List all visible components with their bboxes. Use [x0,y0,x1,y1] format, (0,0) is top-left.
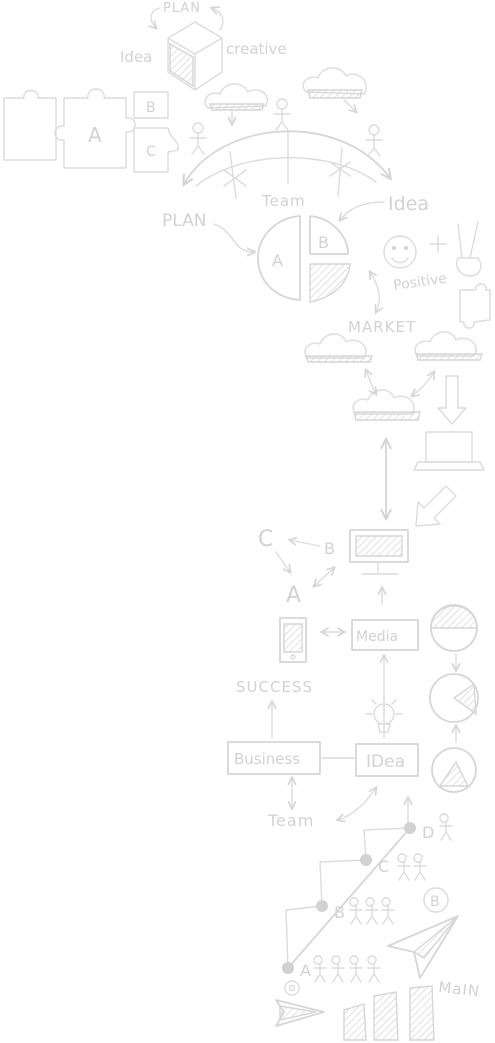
monitor-icon [349,529,409,575]
down-left-arrow-icon [415,485,457,527]
circle-b-icon [423,887,449,913]
puzzle-icon [3,88,179,173]
growth-staircase [282,822,416,974]
market-label: MARKET [348,318,416,336]
down-arrow-icon [437,375,467,425]
success-label: SUCCESS [236,678,313,696]
arrow [314,568,334,586]
victory-hand-icon [456,221,482,277]
cloud-icon [304,333,373,363]
pie-b-label: B [318,233,329,252]
arrow [275,551,290,572]
arrow [290,540,321,547]
paper-plane-icon [387,915,459,979]
step-a-label: A [300,961,311,980]
arrow [213,223,254,252]
puzzle-b-label: B [146,100,156,116]
circle-b-label: B [430,894,440,910]
media-box [351,619,419,651]
team-arc [184,130,390,199]
step-d-label: D [422,823,434,842]
idea-box-label: IDea [366,752,405,772]
team-label: Team [261,192,306,210]
creative-label: creative [226,40,287,58]
puzzle-icon [459,283,491,329]
idea-top-label: Idea [120,48,152,66]
arrow [151,7,161,28]
smiley-icon [383,235,447,269]
at-icon [284,980,300,996]
cloud-icon [204,83,269,124]
step-b-label: B [334,903,345,922]
arrow [338,788,376,820]
step-c-label: C [378,857,389,876]
pie-circle-icon [429,673,479,723]
pie-circle-icon [431,747,477,793]
people-group-icon [313,813,453,983]
arrow [366,370,376,394]
cloud-icon [352,389,421,421]
c-letter: C [258,527,273,552]
plan-top-label: PLAN [163,1,201,16]
positive-label: Positive [392,271,448,294]
media-label: Media [356,629,398,645]
arrow [412,372,434,396]
pie-chart-icon [257,215,351,303]
cube-icon [167,21,223,91]
pie-circle-icon [430,604,478,652]
idea-mid-label: Idea [388,193,429,215]
plan-mid-label: PLAN [162,211,206,231]
arrow [212,8,224,31]
arrow [340,201,385,220]
puzzle-a-label: A [88,123,102,147]
pie-a-label: A [272,251,283,270]
flag-arrow-icon [275,999,325,1027]
lightbulb-icon [365,695,403,733]
stick-figure-icon [189,98,383,157]
b-letter: B [324,539,335,558]
phone-icon [279,617,307,663]
business-label: Business [234,750,300,768]
laptop-icon [413,431,485,471]
bar-chart-icon [343,985,435,1041]
cloud-icon [302,67,367,112]
team-bottom-label: Team [267,811,314,830]
cloud-icon [414,331,483,361]
puzzle-c-label: C [146,144,156,160]
business-box [227,741,321,775]
a-letter: A [286,583,301,608]
main-label: MaIN [438,978,481,1000]
arrow [370,272,379,312]
idea-box [355,743,419,777]
